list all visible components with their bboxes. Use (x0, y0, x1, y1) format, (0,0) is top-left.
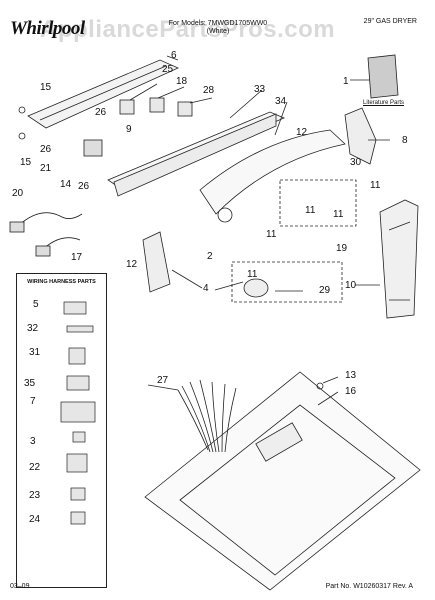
connector-part-5 (63, 301, 87, 315)
dashed-group-29 (231, 261, 343, 303)
callout-12a: 12 (126, 259, 138, 270)
callout-33: 33 (254, 84, 266, 95)
callout-1: 1 (343, 76, 349, 87)
harness-part-20 (17, 212, 83, 227)
callout-19: 19 (336, 243, 348, 254)
wiring-parts-drawing (60, 301, 96, 525)
callout-12b: 12 (296, 127, 308, 138)
connector-part-23 (70, 487, 86, 501)
footer-date: 03–09 (10, 583, 30, 590)
callout-31: 31 (29, 347, 41, 358)
literature-book-part (367, 54, 399, 99)
model-title: For Models: 7MWGD1705WW0 (168, 20, 268, 27)
bracket-part (344, 107, 377, 165)
callout-11a: 11 (370, 180, 381, 191)
switch-part-28 (177, 101, 193, 117)
callout-34: 34 (275, 96, 287, 107)
footer-part-number: Part No. W10260317 Rev. A (325, 583, 413, 590)
connector-part-22 (66, 453, 88, 473)
screw-part-15a (18, 106, 26, 114)
end-cap-part (142, 231, 171, 293)
callout-6: 6 (171, 50, 177, 61)
model-variant: (White) (206, 28, 230, 35)
cabinet-top-part (144, 371, 421, 591)
callout-29: 29 (319, 285, 331, 296)
callout-11e: 11 (247, 269, 258, 280)
console-back-part (107, 111, 286, 197)
callout-16: 16 (345, 386, 357, 397)
switch-part-25 (119, 99, 135, 115)
callout-17: 17 (71, 252, 83, 263)
callout-25: 25 (162, 64, 174, 75)
callout-35: 35 (24, 378, 36, 389)
callout-14: 14 (60, 179, 72, 190)
callout-21: 21 (40, 163, 52, 174)
connector-part-35 (66, 375, 90, 391)
screw-part-13 (316, 382, 324, 390)
connector-part-7 (60, 401, 96, 423)
callout-28: 28 (203, 85, 215, 96)
connector-part-31 (68, 347, 86, 365)
brand-logo: Whirlpool (10, 18, 85, 39)
dashed-group-19 (279, 179, 357, 227)
callout-8: 8 (402, 135, 408, 146)
callout-11b: 11 (305, 205, 316, 216)
callout-18: 18 (176, 76, 188, 87)
switch-part-18 (149, 97, 165, 113)
callout-23: 23 (29, 490, 41, 501)
wiring-box-title: WIRING HARNESS PARTS (27, 279, 96, 285)
timer-part (83, 139, 103, 157)
callout-3: 3 (30, 436, 36, 447)
connector-part-24 (70, 511, 86, 525)
callout-27: 27 (157, 375, 169, 386)
callout-7: 7 (30, 396, 36, 407)
callout-30: 30 (350, 157, 362, 168)
callout-2: 2 (207, 251, 213, 262)
callout-4: 4 (203, 283, 209, 294)
callout-22: 22 (29, 462, 41, 473)
callout-32: 32 (27, 323, 39, 334)
callout-9: 9 (126, 124, 132, 135)
sensor-part-29 (243, 278, 269, 298)
connector-part-32 (66, 325, 94, 333)
callout-26a: 26 (95, 107, 107, 118)
mounting-plate-part (27, 59, 179, 129)
connector-part-3 (72, 431, 86, 443)
callout-11d: 11 (266, 229, 277, 240)
watermark-text: AppliancePartsPros.com (40, 16, 336, 43)
callout-26b: 26 (40, 144, 52, 155)
console-front-part (199, 129, 346, 223)
wiring-harness-box: WIRING HARNESS PARTS (16, 273, 107, 588)
callout-13: 13 (345, 370, 357, 381)
product-title: 29" GAS DRYER (363, 18, 417, 25)
callout-24: 24 (29, 514, 41, 525)
callout-5: 5 (33, 299, 39, 310)
screw-part-15b (18, 132, 26, 140)
callout-10: 10 (345, 280, 357, 291)
lint-screen-part (379, 199, 419, 319)
harness-part-27 (177, 379, 237, 453)
callout-11c: 11 (333, 209, 344, 220)
callout-15a: 15 (40, 82, 52, 93)
literature-label: Literature Parts (363, 100, 405, 106)
callout-15b: 15 (20, 157, 32, 168)
callout-26c: 26 (78, 181, 90, 192)
callout-20: 20 (12, 188, 24, 199)
